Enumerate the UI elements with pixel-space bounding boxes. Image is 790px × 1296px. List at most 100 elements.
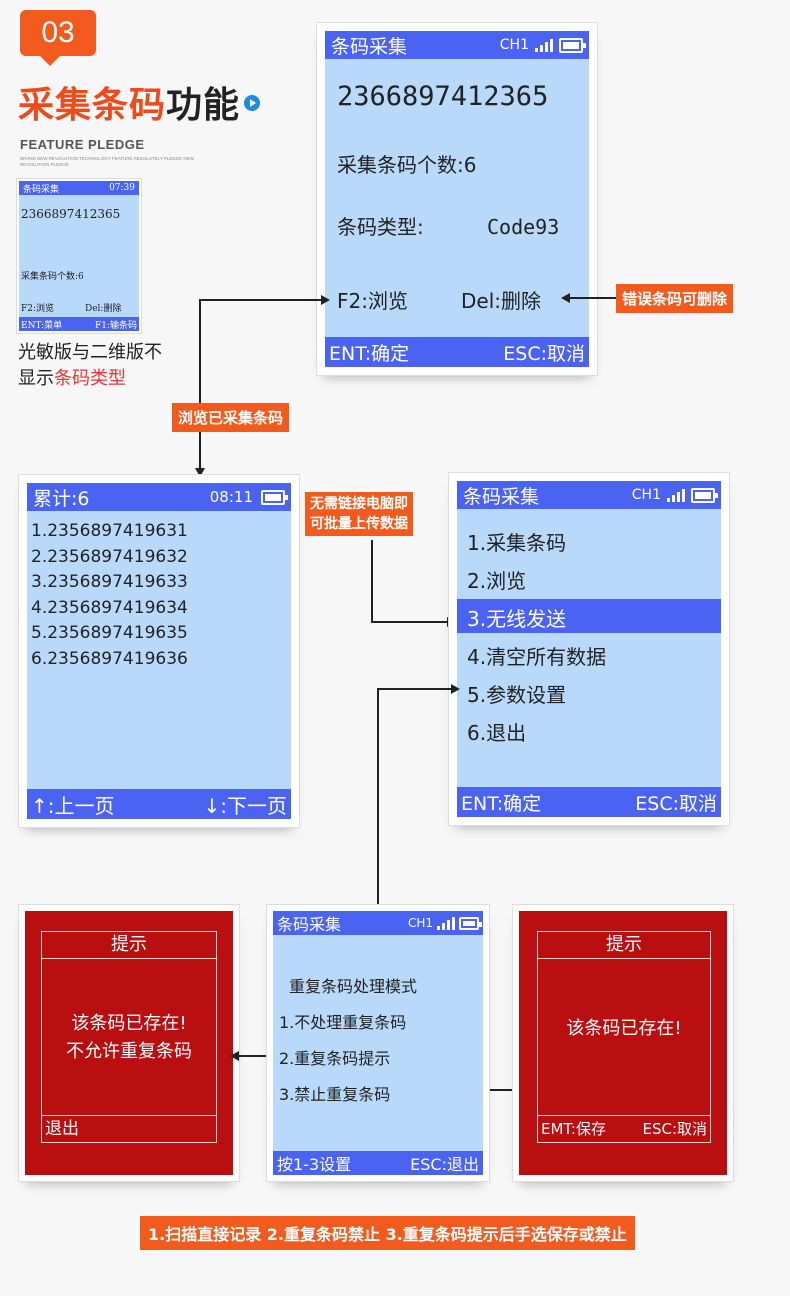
browse-title: 累计:6 [33,487,90,510]
left-alert-line1: 该条码已存在! [71,1013,187,1034]
mini-time: 07:39 [109,183,135,193]
menu-item-exit[interactable]: 6.退出 [467,721,527,745]
delete-callout: 错误条码可删除 [616,284,734,313]
list-item[interactable]: 5.2356897419635 [31,623,188,643]
confirm-key[interactable]: ENT:确定 [329,342,410,365]
channel-label: CH1 [631,487,661,503]
note-highlight: 条码类型 [54,368,126,389]
battery-icon [691,487,718,503]
menu-item-browse[interactable]: 2.浏览 [467,569,527,593]
note-line1: 光敏版与二维版不 [18,342,162,363]
channel-label: CH1 [407,916,433,930]
right-alert-cancel[interactable]: ESC:取消 [642,1120,707,1138]
delete-connector [566,297,616,299]
mini-screen: 条码采集 07:39 2366897412365 采集条码个数:6 F2:浏览 … [16,178,142,334]
dup-option-3[interactable]: 3.禁止重复条码 [279,1085,391,1104]
collect-screen-frame: 条码采集 CH1 2366897412365 采集条码个数:6 条码类型: Co… [316,22,598,376]
summary-callout: 1.扫描直接记录 2.重复条码禁止 3.重复条码提示后手选保存或禁止 [140,1216,635,1250]
left-alert-line2: 不允许重复条码 [66,1041,192,1062]
collect-count: 采集条码个数:6 [337,153,477,177]
page-title: 采集条码功能 [18,76,261,128]
dup-title: 条码采集 [277,915,342,934]
feature-heading: FEATURE PLEDGE [20,137,145,152]
arrow-head-left-alert [230,1051,239,1061]
upload-callout: 无需链接电脑即 可批量上传数据 [305,492,413,536]
list-item[interactable]: 1.2356897419631 [31,521,188,541]
upload-callout-line2: 可批量上传数据 [310,516,408,532]
right-alert-title: 提示 [538,932,710,959]
left-alert-exit[interactable]: 退出 [45,1119,79,1139]
right-alert-frame: 提示 该条码已存在! EMT:保存 ESC:取消 [512,904,734,1182]
menu-screen-frame: 条码采集 CH1 1.采集条码 2.浏览 3.无线发送 4.清空所有数据 5.参… [448,472,730,826]
menu-title: 条码采集 [463,485,540,508]
mini-ent: ENT:菜单 [21,320,63,331]
right-alert-save[interactable]: EMT:保存 [541,1120,606,1138]
feature-subtext: BRAND NEW REVOLUTION TECHNOLOGY FEATURE … [20,156,194,167]
dup-heading: 重复条码处理模式 [289,977,418,996]
menu-item-settings[interactable]: 5.参数设置 [467,683,567,707]
arrow-head-f2 [321,295,330,305]
mini-f2: F2:浏览 [21,304,55,314]
menu-item-wireless-highlight[interactable]: 3.无线发送 [457,599,721,633]
menu-item-clear[interactable]: 4.清空所有数据 [467,645,607,669]
dup-screen-frame: 条码采集 CH1 重复条码处理模式 1.不处理重复条码 2.重复条码提示 3.禁… [266,904,490,1182]
upload-connector-v [371,540,373,622]
settings-connector-v [377,688,379,916]
note-line2-text: 显示 [18,368,54,389]
type-value: Code93 [487,215,560,239]
mini-f1: F1:输条码 [94,320,137,331]
settings-connector-h [378,688,452,690]
browse-callout: 浏览已采集条码 [172,403,290,432]
browse-connector-h [200,299,322,301]
signal-icon [667,488,685,502]
mini-count: 采集条码个数:6 [21,272,84,282]
prev-page-key[interactable]: ↑:上一页 [31,793,115,818]
arrow-head-delete [561,293,570,303]
battery-icon [459,916,482,930]
list-item[interactable]: 6.2356897419636 [31,648,188,669]
mini-barcode: 2366897412365 [21,207,121,221]
section-number-badge: 03 [20,10,96,66]
arrow-head-settings [451,684,460,694]
title-red-part: 采集条码 [18,85,167,126]
menu-item-wireless: 3.无线发送 [467,607,567,631]
dup-option-1[interactable]: 1.不处理重复条码 [279,1013,407,1032]
play-icon [244,95,261,111]
menu-item-collect[interactable]: 1.采集条码 [467,531,567,555]
list-item[interactable]: 3.2356897419633 [31,572,188,592]
dup-exit-key[interactable]: ESC:退出 [410,1155,479,1174]
browse-connector-v [199,299,201,471]
dup-hint: 按1-3设置 [277,1155,352,1174]
collect-barcode: 2366897412365 [337,81,549,112]
note-line2: 显示条码类型 [18,366,162,392]
next-page-key[interactable]: ↓:下一页 [203,793,288,818]
version-note: 光敏版与二维版不 显示条码类型 [18,340,162,392]
left-alert-connector [236,1055,276,1057]
battery-icon [261,489,288,505]
list-item[interactable]: 4.2356897419634 [31,597,188,618]
list-item[interactable]: 2.2356897419632 [31,546,188,567]
delete-key[interactable]: Del:删除 [461,289,541,313]
title-black-part: 功能 [166,85,241,126]
upload-connector-h [371,621,449,623]
left-alert-title: 提示 [42,932,216,959]
confirm-key[interactable]: ENT:确定 [461,792,542,815]
upload-callout-line1: 无需链接电脑即 [310,496,408,512]
arrow-head-browse [195,468,205,477]
cancel-key[interactable]: ESC:取消 [635,792,717,815]
browse-time: 08:11 [209,488,253,506]
left-alert-frame: 提示 该条码已存在! 不允许重复条码 退出 [18,904,240,1182]
browse-key[interactable]: F2:浏览 [337,289,408,313]
collect-title: 条码采集 [331,35,408,58]
signal-icon [437,916,455,930]
mini-title: 条码采集 [23,184,60,195]
signal-icon [535,38,553,52]
right-alert-line1: 该条码已存在! [566,1018,682,1039]
browse-screen-frame: 累计:6 08:11 1.2356897419631 2.23568974196… [18,474,300,828]
dup-option-2[interactable]: 2.重复条码提示 [279,1049,391,1068]
cancel-key[interactable]: ESC:取消 [503,342,585,365]
type-label: 条码类型: [337,215,424,239]
battery-icon [559,37,586,53]
channel-label: CH1 [499,37,529,53]
mini-del: Del:删除 [85,304,122,314]
